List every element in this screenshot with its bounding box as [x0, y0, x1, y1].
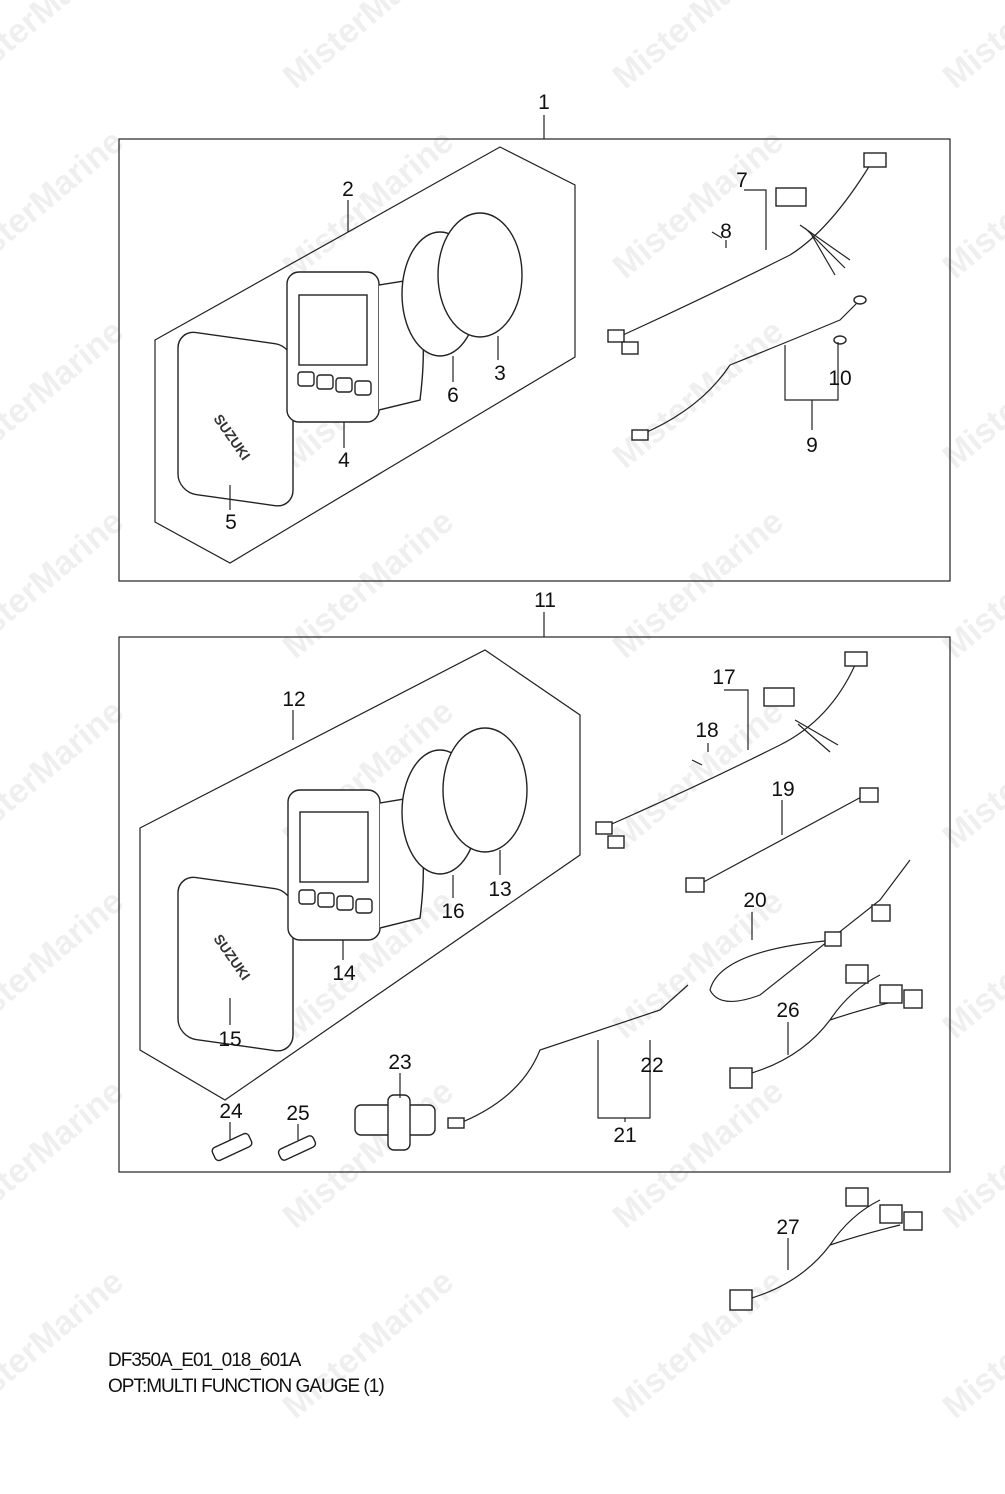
callout-8: 8	[720, 220, 732, 243]
harness-17	[597, 664, 856, 831]
cable-19	[697, 794, 866, 886]
watermark-text: MisterMarine	[276, 1072, 461, 1236]
harness-21	[454, 984, 689, 1126]
callout-18: 18	[695, 719, 718, 742]
callout-19: 19	[771, 778, 794, 801]
diagram-code: DF350A_E01_018_601A	[108, 1350, 301, 1371]
callout-13: 13	[488, 878, 511, 901]
lock-ring-13	[442, 727, 528, 853]
watermark-text: MisterMarine	[606, 0, 791, 96]
callout-10: 10	[828, 367, 851, 390]
watermark-text: MisterMarine	[276, 0, 461, 96]
watermark-text: MisterMarine	[606, 312, 791, 476]
assembly-box-1	[118, 138, 951, 582]
watermark-text: MisterMarine	[0, 1072, 131, 1236]
gauge-body-14	[287, 789, 425, 941]
watermark-text: MisterMarine	[936, 882, 1005, 1046]
callout-1: 1	[538, 91, 550, 114]
watermark-text: MisterMarine	[0, 502, 131, 666]
callout-26: 26	[776, 999, 799, 1022]
harness-9	[639, 299, 861, 436]
gauge-bezel-15: SUZUKI	[177, 876, 294, 1052]
diagram-title: OPT:MULTI FUNCTION GAUGE (1)	[108, 1376, 385, 1397]
assembly-box-11	[118, 636, 951, 1173]
watermark-text: MisterMarine	[276, 502, 461, 666]
watermark-text: MisterMarine	[936, 1262, 1005, 1426]
watermark-text: MisterMarine	[0, 312, 131, 476]
watermark-text: MisterMarine	[936, 502, 1005, 666]
callout-12: 12	[282, 688, 305, 711]
watermark-text: MisterMarine	[936, 312, 1005, 476]
cable-20	[709, 859, 911, 1002]
watermark-text: MisterMarine	[0, 692, 131, 856]
gauge-kit-outline-12	[139, 649, 581, 1101]
harness-26	[744, 974, 901, 1076]
screw-18	[691, 759, 703, 766]
gauge-body-4	[286, 271, 425, 423]
gauge-bezel-5: SUZUKI	[177, 331, 294, 507]
callout-3: 3	[494, 362, 506, 385]
watermark-text: MisterMarine	[606, 122, 791, 286]
watermark-text: MisterMarine	[0, 122, 131, 286]
callout-7: 7	[736, 169, 748, 192]
lock-ring-3	[437, 212, 523, 338]
callout-11: 11	[534, 589, 556, 612]
callout-4: 4	[338, 449, 350, 472]
callout-23: 23	[388, 1051, 411, 1074]
callout-17: 17	[712, 666, 735, 689]
callout-14: 14	[332, 962, 356, 985]
callout-2: 2	[342, 178, 354, 201]
terminator-24	[211, 1132, 253, 1162]
terminator-25	[277, 1135, 317, 1161]
callout-22: 22	[640, 1054, 663, 1077]
callout-6: 6	[447, 384, 459, 407]
watermark-text: MisterMarine	[606, 1072, 791, 1236]
callout-labels: 1 2 3 4 5 6 7 8 9 10 11 12 13 14 15 16 1…	[218, 91, 851, 1239]
watermark-text: MisterMarine	[606, 502, 791, 666]
watermark-text: MisterMarine	[0, 1262, 131, 1426]
harness-27	[744, 1199, 901, 1301]
callout-21: 21	[613, 1124, 636, 1147]
watermark-text: MisterMarine	[0, 882, 131, 1046]
screw-8	[711, 231, 723, 239]
harness-7	[611, 164, 871, 341]
t-connector-23	[354, 1094, 436, 1151]
callout-24: 24	[219, 1100, 243, 1123]
watermark-text: MisterMarine	[606, 1262, 791, 1426]
callout-16: 16	[441, 900, 464, 923]
watermark-text: MisterMarine	[606, 692, 791, 856]
gauge-kit-outline-2	[154, 146, 576, 564]
callout-25: 25	[286, 1102, 309, 1125]
watermark-text: MisterMarine	[936, 0, 1005, 96]
callout-20: 20	[743, 889, 766, 912]
callout-27: 27	[776, 1216, 799, 1239]
callout-5: 5	[225, 511, 237, 534]
callout-9: 9	[806, 434, 818, 457]
watermark-text: MisterMarine	[276, 1262, 461, 1426]
callout-15: 15	[218, 1028, 241, 1051]
watermark-text: MisterMarine	[936, 122, 1005, 286]
watermark-text: MisterMarine	[0, 0, 131, 96]
watermark-text: MisterMarine	[936, 1072, 1005, 1236]
watermark-text: MisterMarine	[936, 692, 1005, 856]
